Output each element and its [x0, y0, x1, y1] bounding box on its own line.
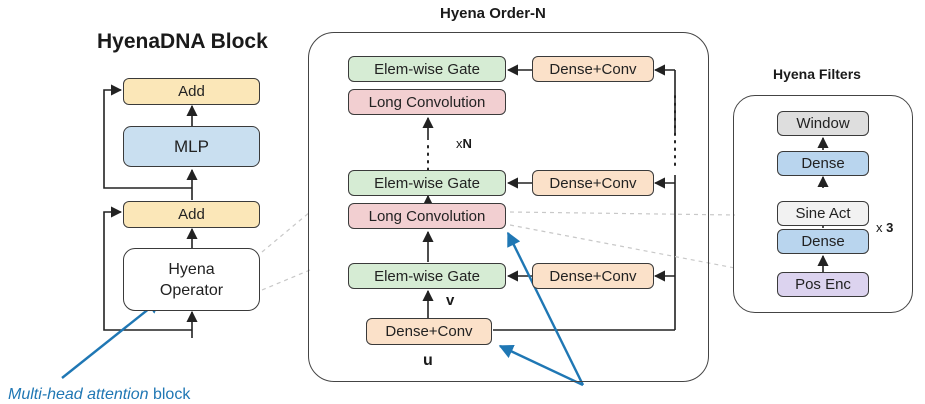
repeat-3-value: 3 [886, 220, 894, 235]
pos-enc-box: Pos Enc [777, 272, 869, 297]
dense-conv-top: Dense+Conv [532, 56, 654, 82]
repeat-3-prefix: x [876, 220, 887, 235]
repeat-n-label: xN [456, 136, 472, 151]
elem-wise-gate-top: Elem-wise Gate [348, 56, 506, 82]
long-convolution-top: Long Convolution [348, 89, 506, 115]
long-convolution-mid: Long Convolution [348, 203, 506, 229]
annotation-tail: block [148, 386, 191, 403]
repeat-3-label: x 3 [876, 220, 893, 235]
hyena-filters-title: Hyena Filters [773, 66, 861, 82]
dense-conv-input: Dense+Conv [366, 318, 492, 345]
annotation-italic: Multi-head attention [8, 386, 149, 403]
v-label: v [446, 292, 455, 309]
annotation-text: Multi-head attention block [8, 386, 190, 404]
elem-wise-gate-mid: Elem-wise Gate [348, 170, 506, 196]
hyena-operator-line1: Hyena [168, 260, 215, 278]
dense-top-box: Dense [777, 151, 869, 176]
hyena-order-n-panel [308, 32, 709, 382]
window-box: Window [777, 111, 869, 136]
sine-act-box: Sine Act [777, 201, 869, 226]
repeat-n-value: N [462, 136, 472, 151]
add-top-box: Add [123, 78, 260, 105]
u-label: u [423, 352, 433, 369]
dense-conv-mid: Dense+Conv [532, 170, 654, 196]
hyenadna-block-title: HyenaDNA Block [97, 30, 268, 53]
hyena-order-n-title: Hyena Order-N [440, 5, 546, 22]
dense-bottom-box: Dense [777, 229, 869, 254]
hyena-operator-line2: Operator [159, 281, 224, 299]
elem-wise-gate-bottom: Elem-wise Gate [348, 263, 506, 289]
dense-conv-bottom: Dense+Conv [532, 263, 654, 289]
repeat-n-prefix: x [456, 136, 463, 151]
add-bottom-box: Add [123, 201, 260, 228]
hyena-filters-panel [733, 95, 913, 313]
mlp-box: MLP [123, 126, 260, 167]
hyena-operator-box: Hyena Operator [123, 248, 260, 311]
